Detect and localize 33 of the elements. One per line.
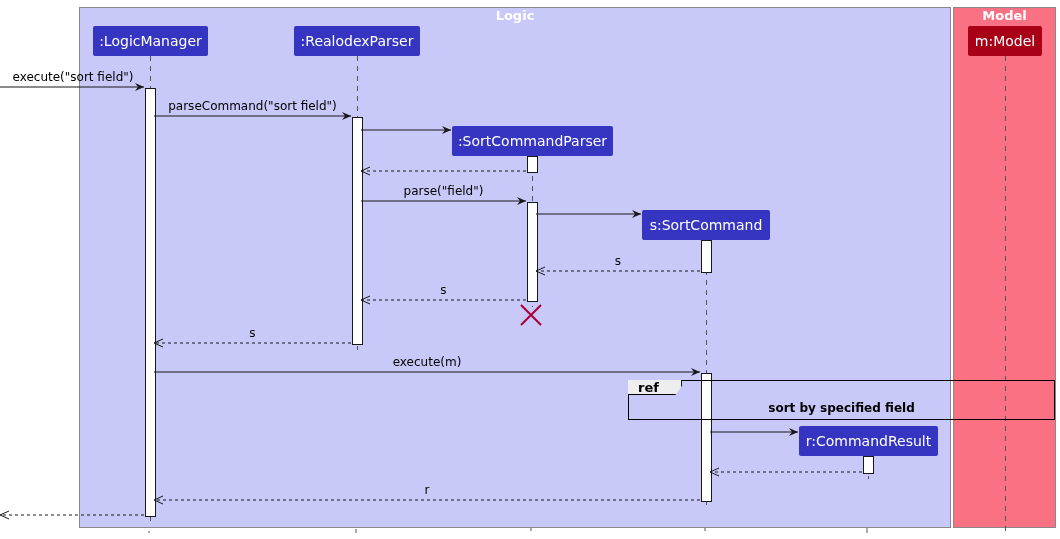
ref-description: sort by specified field: [768, 401, 915, 415]
participant-box: :LogicManager: [93, 26, 208, 56]
message-label: r: [424, 483, 430, 497]
return-arrow: [535, 266, 701, 276]
message-arrow: [360, 197, 527, 205]
message-label: parse("field"): [403, 184, 484, 198]
participant-box: m:Model: [968, 26, 1042, 56]
reference-frame: [628, 380, 1055, 420]
participant-lifeline: [799, 426, 938, 479]
message-arrow: [153, 112, 352, 120]
message-label: execute(m): [392, 355, 462, 369]
message-label: s: [614, 254, 622, 268]
message-arrow: [153, 368, 701, 376]
message-label: execute("sort field"): [12, 70, 134, 84]
return-arrow: [153, 338, 352, 348]
return-arrow: [153, 495, 701, 505]
participant-box: s:SortCommand: [642, 210, 770, 240]
message-arrow: [0, 83, 145, 91]
participant-box: :RealodexParser: [294, 26, 420, 56]
return-arrow: [709, 467, 863, 477]
message-label: s: [249, 326, 256, 340]
participant-box: :SortCommandParser: [452, 126, 613, 156]
message-arrow: [535, 210, 642, 218]
participant-box: r:CommandResult: [799, 426, 938, 456]
return-arrow: [360, 295, 527, 305]
return-arrow: [360, 166, 527, 176]
message-arrow: [360, 126, 452, 134]
message-arrow: [709, 428, 799, 436]
ref-tag: ref: [628, 380, 682, 395]
group-title: Model: [982, 8, 1027, 23]
return-arrow: [0, 510, 145, 520]
message-label: parseCommand("sort field"): [168, 99, 337, 113]
message-label: s: [440, 283, 447, 297]
